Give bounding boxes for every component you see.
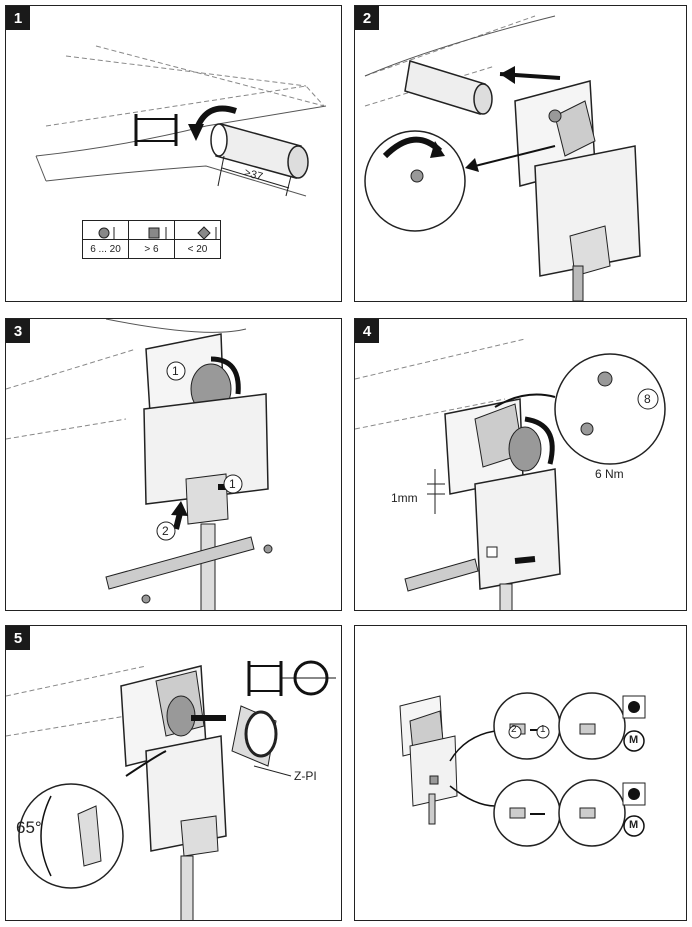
panel-step-4: 4 1mm 6 Nm 8	[354, 318, 687, 611]
panel-step-2: 2	[354, 5, 687, 302]
manual-mode-symbol: M	[629, 734, 639, 746]
manual-mode-symbol: M	[629, 819, 639, 831]
manual-mode-illustration	[399, 692, 646, 847]
step-number-badge: 3	[6, 319, 30, 343]
round-shaft-range: 6 ... 20	[82, 239, 129, 259]
anti-rotation-illustration	[6, 660, 336, 920]
table-row: 6 ... 20 > 6 < 20	[82, 239, 221, 259]
step-number-badge: 1	[6, 6, 30, 30]
actuator-mounting-illustration	[364, 15, 641, 301]
table-row	[82, 220, 221, 240]
panel-step-5: 5 65° Z-PI	[5, 625, 342, 921]
panel-step-3: 3 1 1 2	[5, 318, 342, 611]
callout-1: 1	[229, 477, 236, 491]
step-number-badge: 2	[355, 6, 379, 30]
wrench-size: 8	[644, 392, 651, 406]
rotation-angle: 65°	[16, 818, 42, 837]
gap-dimension: 1mm	[391, 491, 418, 505]
square-shaft-range: > 6	[128, 239, 175, 259]
tightening-illustration	[355, 338, 666, 610]
callout-1: 1	[172, 364, 179, 378]
callout-2: 2	[511, 724, 517, 735]
callout-2: 2	[162, 524, 169, 538]
step-number-badge: 4	[355, 319, 379, 343]
accessory-label: Z-PI	[294, 769, 317, 783]
diamond-shaft-range: < 20	[174, 239, 221, 259]
panel-step-1: 1	[5, 5, 342, 302]
panel-step-6: 2 1 M M	[354, 625, 687, 921]
step-number-badge: 5	[6, 626, 30, 650]
torque-value: 6 Nm	[595, 467, 624, 481]
callout-1: 1	[540, 724, 546, 735]
shaft-size-table: 6 ... 20 > 6 < 20	[82, 220, 221, 259]
actuator-fixing-illustration	[6, 319, 273, 610]
